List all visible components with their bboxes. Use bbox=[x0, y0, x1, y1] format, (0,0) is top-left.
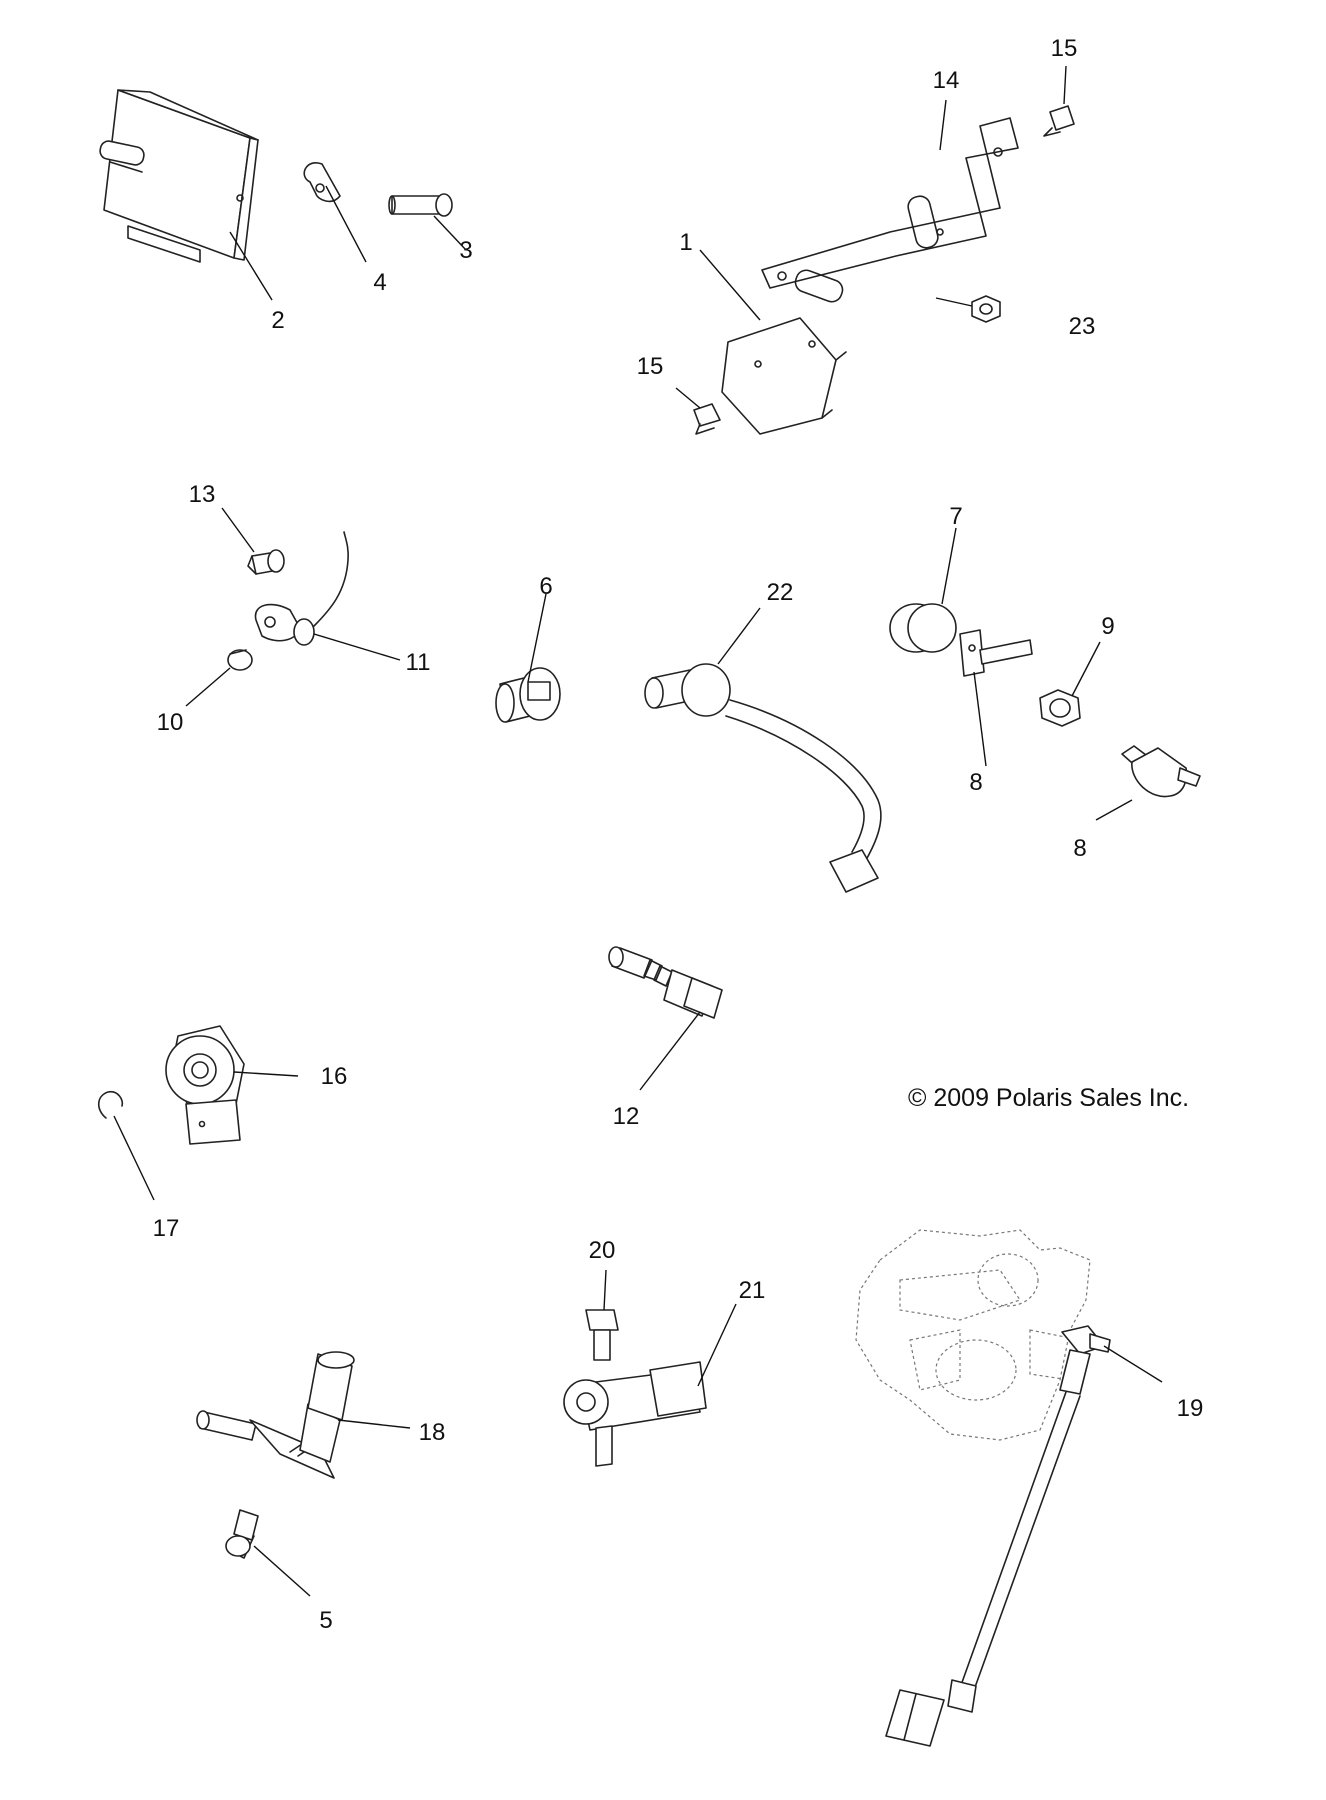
part-screw-bottom bbox=[693, 403, 721, 435]
part-nut bbox=[971, 295, 1001, 323]
callout-4: 4 bbox=[373, 269, 386, 296]
callout-9: 9 bbox=[1101, 613, 1114, 640]
callout-20: 20 bbox=[589, 1237, 616, 1264]
part-bolt-5 bbox=[225, 1509, 259, 1559]
part-nut-9 bbox=[1039, 689, 1081, 727]
callout-3: 3 bbox=[459, 237, 472, 264]
part-engine-ghost bbox=[855, 1229, 1091, 1441]
callout-18: 18 bbox=[419, 1419, 446, 1446]
part-bolt-20 bbox=[585, 1309, 619, 1361]
callout-22: 22 bbox=[767, 579, 794, 606]
callout-14: 14 bbox=[933, 67, 960, 94]
callout-8-sensor: 8 bbox=[1073, 835, 1086, 862]
callout-10: 10 bbox=[157, 709, 184, 736]
part-position-sensor-18 bbox=[196, 1351, 355, 1479]
callout-2: 2 bbox=[271, 307, 284, 334]
callout-6: 6 bbox=[539, 573, 552, 600]
part-bracket bbox=[761, 117, 1019, 303]
part-cap-7 bbox=[889, 603, 957, 653]
part-clip bbox=[303, 162, 341, 203]
part-knock-sensor-16 bbox=[165, 1025, 245, 1145]
part-eclip-17 bbox=[97, 1090, 124, 1119]
part-pin bbox=[388, 193, 453, 217]
callout-17: 17 bbox=[153, 1215, 180, 1242]
part-connector-6 bbox=[495, 667, 561, 723]
leader-lines bbox=[113, 65, 1163, 1597]
callout-16: 16 bbox=[321, 1063, 348, 1090]
part-sensor-11 bbox=[254, 531, 349, 646]
callout-23: 23 bbox=[1069, 313, 1096, 340]
part-ecu-module bbox=[99, 89, 259, 263]
callout-13: 13 bbox=[189, 481, 216, 508]
part-temp-sender-12 bbox=[608, 946, 723, 1019]
callout-labels: 1 2 3 4 5 6 7 8 8 9 10 11 12 13 14 15 15… bbox=[153, 35, 1204, 1634]
part-map-sensor-21 bbox=[563, 1361, 707, 1467]
part-bolt-13 bbox=[247, 549, 285, 575]
callout-12: 12 bbox=[613, 1103, 640, 1130]
callout-7: 7 bbox=[949, 503, 962, 530]
callout-21: 21 bbox=[739, 1277, 766, 1304]
callout-5: 5 bbox=[319, 1607, 332, 1634]
callout-15-top: 15 bbox=[1051, 35, 1078, 62]
part-cover bbox=[721, 317, 847, 435]
part-plate-8 bbox=[959, 629, 1033, 677]
part-plug-10 bbox=[227, 649, 253, 671]
callout-15-bottom: 15 bbox=[637, 353, 664, 380]
part-sensor-19 bbox=[885, 1325, 1111, 1747]
part-sensor-8 bbox=[1121, 745, 1201, 798]
part-screw-top bbox=[1043, 105, 1075, 137]
callout-8-plate: 8 bbox=[969, 769, 982, 796]
callout-19: 19 bbox=[1177, 1395, 1204, 1422]
part-sensor-22 bbox=[644, 663, 882, 893]
callout-11: 11 bbox=[406, 649, 431, 676]
callout-1: 1 bbox=[679, 229, 692, 256]
copyright-notice: © 2009 Polaris Sales Inc. bbox=[908, 1084, 1189, 1112]
